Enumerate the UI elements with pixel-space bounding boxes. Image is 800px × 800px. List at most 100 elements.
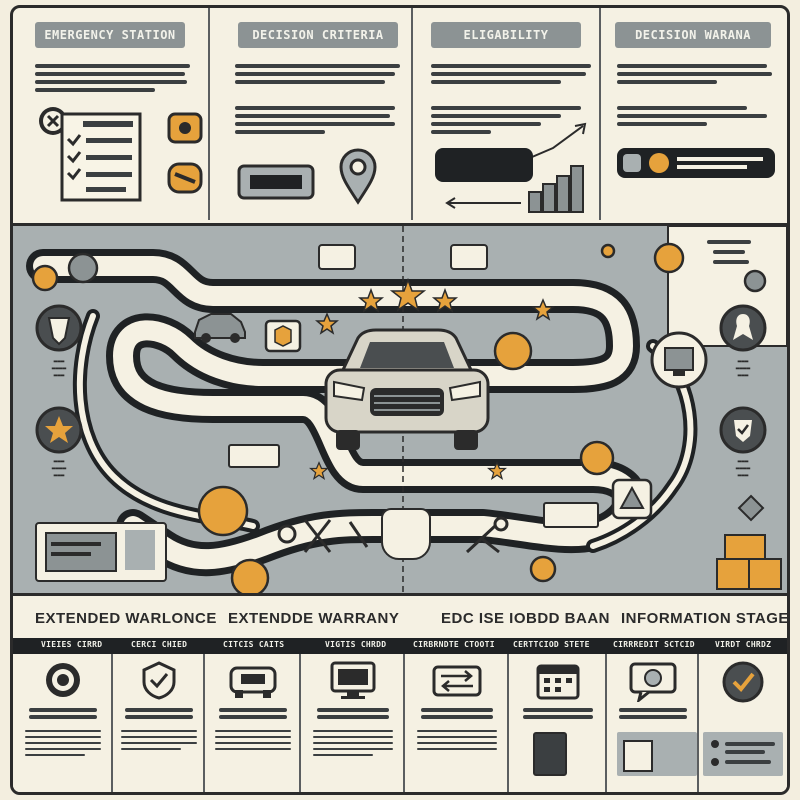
shield-check-caption: ▬▬▬▬▬▬▬▬▬▬: [735, 458, 751, 479]
wrench-icon: [465, 516, 509, 554]
info-column-7: [607, 654, 699, 792]
section-heading-2: EXTENDDE WARRANY: [228, 610, 400, 627]
toolbox-icon: [167, 112, 203, 194]
map-pin-icon: [339, 148, 377, 205]
text-line: [431, 130, 491, 134]
text-line: [431, 106, 581, 110]
subheading-2: CERCI CHIED: [131, 640, 188, 649]
subheading-8: VIRDT CHRDZ: [715, 640, 772, 649]
info-column-3: [205, 654, 301, 792]
text-line: [617, 106, 747, 110]
section-heading-4: INFORMATION STAGES: [621, 610, 790, 627]
section-heading-1: EXTENDED WARLONCE: [35, 610, 217, 627]
package-icon: [264, 319, 302, 353]
badge-icon: [719, 304, 767, 352]
text-line: [431, 72, 586, 76]
text-line: [617, 72, 772, 76]
text-line: [235, 72, 395, 76]
badge-caption: ▬▬▬▬▬▬▬▬▬▬: [735, 358, 751, 379]
text-line: [235, 130, 325, 134]
text-line: [431, 64, 591, 68]
text-line: [235, 64, 400, 68]
road-sign: [543, 502, 599, 528]
text-line: [235, 122, 395, 126]
info-column-8: [699, 654, 787, 792]
subheading-6: CERTTCIOD STETE: [513, 640, 590, 649]
info-column-6: [509, 654, 607, 792]
text-line: [235, 114, 390, 118]
star-icon: [315, 312, 339, 335]
document-icon: [533, 732, 567, 776]
star-icon: [487, 461, 507, 480]
monitor-icon: [330, 661, 376, 699]
car-icon: [194, 313, 246, 343]
ticket-icon: [237, 164, 315, 200]
road-map-section: ▬▬▬▬▬▬▬▬▬▬ ▬▬▬▬▬▬▬▬▬▬ ▬▬▬▬▬▬▬▬▬▬ ▬▬▬▬▬▬▬…: [13, 223, 787, 596]
header-column-2: DECISION CRITERIA: [210, 8, 413, 220]
header-column-4: DECISION WARANA: [601, 8, 787, 220]
check-circle-icon: [722, 661, 764, 703]
star-icon: [309, 461, 329, 480]
info-pill: [435, 148, 533, 182]
star-caption: ▬▬▬▬▬▬▬▬▬▬: [51, 458, 67, 479]
text-line: [431, 80, 561, 84]
subheading-1: VIEIES CIRRD: [41, 640, 103, 649]
certificate-card: [35, 522, 167, 582]
subheading-5: CIRBRNDTE CTOOTI: [413, 640, 495, 649]
subheading-4: VIGTIS CHRDD: [325, 640, 387, 649]
text-line: [35, 80, 187, 84]
road-sign: [381, 508, 431, 560]
info-column-4: [301, 654, 405, 792]
blocks-icon: [716, 534, 782, 590]
bottom-section: EXTENDED WARLONCE EXTENDDE WARRANY EDC I…: [13, 593, 790, 792]
text-line: [431, 114, 561, 118]
status-pill: [617, 148, 775, 178]
text-line: [617, 64, 767, 68]
message-globe-icon: [629, 662, 677, 702]
bar-chart-icon: [528, 165, 584, 213]
info-column-1: [13, 654, 113, 792]
star-icon: [531, 298, 555, 321]
infographic-sheet: EMERGENCY STATION: [10, 5, 790, 795]
text-line: [35, 88, 155, 92]
close-icon: [39, 107, 67, 135]
text-line: [35, 64, 190, 68]
subheading-band: [13, 638, 787, 654]
monitor-icon: [650, 331, 708, 389]
car-icon: [324, 328, 490, 450]
text-line: [35, 72, 185, 76]
top-section: EMERGENCY STATION: [13, 8, 787, 223]
text-line: [235, 80, 385, 84]
tools-icon: [277, 519, 369, 553]
diamond-icon: [737, 494, 765, 522]
info-column-2: [113, 654, 205, 792]
shield-caption: ▬▬▬▬▬▬▬▬▬▬: [51, 358, 67, 379]
road-sign: [228, 444, 280, 468]
subheading-7: CIRRREDIT SCTCID: [613, 640, 695, 649]
text-line: [235, 106, 395, 110]
shield-icon: [35, 304, 83, 352]
header-column-1: EMERGENCY STATION: [13, 8, 210, 220]
column-1-title: EMERGENCY STATION: [35, 22, 185, 48]
column-3-title: ELIGABILITY: [431, 22, 581, 48]
star-icon: [35, 406, 83, 454]
road-sign: [450, 244, 488, 270]
target-icon: [46, 663, 80, 697]
text-line: [617, 114, 767, 118]
legend-card: [703, 732, 783, 776]
stars-row: [357, 278, 459, 313]
transfer-icon: [432, 665, 482, 697]
check-icon: [142, 661, 176, 700]
calendar-icon: [536, 664, 580, 700]
column-4-title: DECISION WARANA: [615, 22, 771, 48]
road-sign: [318, 244, 356, 270]
info-column-5: [405, 654, 509, 792]
column-2-title: DECISION CRITERIA: [238, 22, 398, 48]
text-line: [617, 80, 717, 84]
warning-icon: [611, 478, 653, 520]
text-line: [617, 122, 707, 126]
section-heading-3: EDC ISE IOBDD BAAN: [441, 610, 611, 627]
text-line: [431, 122, 541, 126]
subheading-3: CITCIS CAITS: [223, 640, 285, 649]
checklist-icon: [60, 112, 142, 202]
